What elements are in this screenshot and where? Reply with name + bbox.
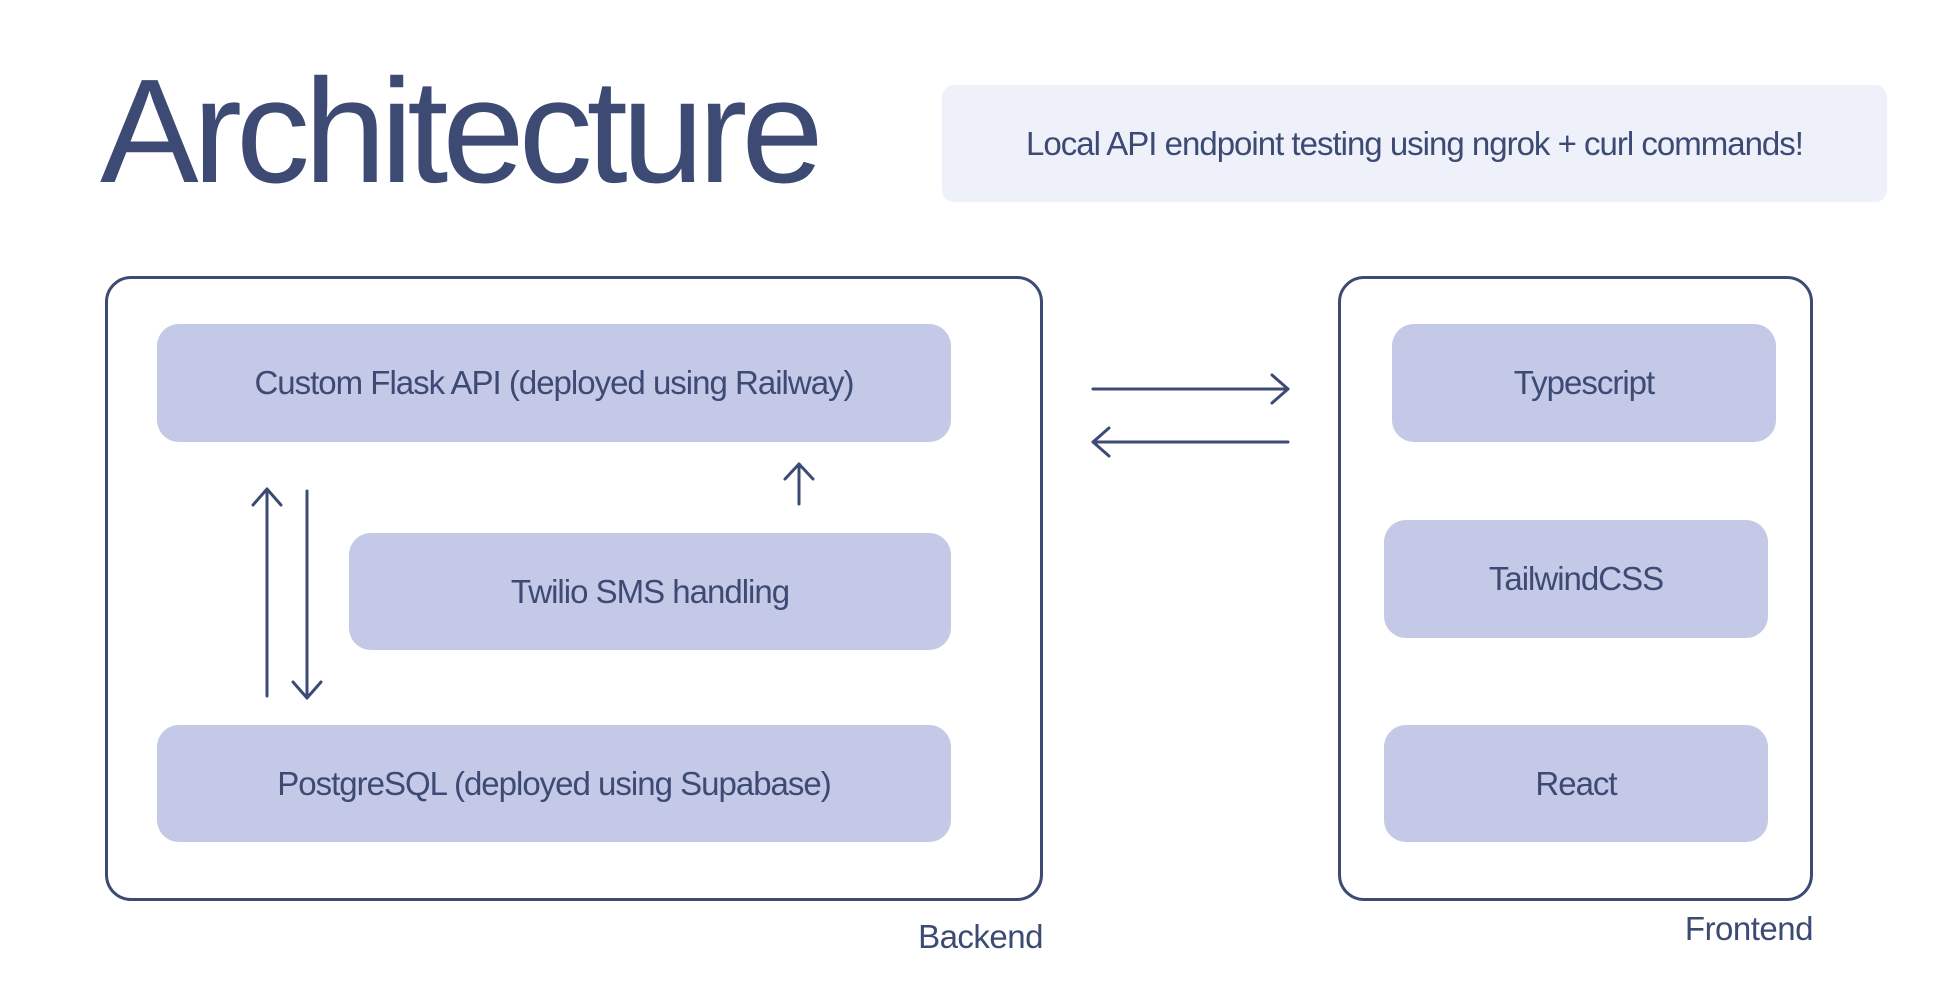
frontend-group — [1338, 276, 1813, 901]
node-label: Typescript — [1513, 364, 1655, 401]
backend-group — [105, 276, 1043, 901]
arrow-left-icon — [1091, 426, 1290, 458]
node-label: PostgreSQL (deployed using Supabase) — [277, 764, 831, 802]
arrow-up-small-icon — [783, 462, 815, 506]
twilio-node: Twilio SMS handling — [349, 533, 951, 650]
page-title: Architecture — [100, 49, 824, 214]
postgres-node: PostgreSQL (deployed using Supabase) — [157, 725, 951, 842]
tailwind-node: TailwindCSS — [1384, 520, 1768, 638]
callout-text: Local API endpoint testing using ngrok +… — [1026, 124, 1804, 162]
node-label: Twilio SMS handling — [510, 572, 790, 610]
node-label: React — [1535, 764, 1617, 802]
node-label: Custom Flask API (deployed using Railway… — [254, 364, 854, 401]
arrow-right-icon — [1091, 373, 1290, 405]
testing-callout: Local API endpoint testing using ngrok +… — [942, 85, 1887, 202]
arrow-up-icon — [251, 487, 283, 698]
node-label: TailwindCSS — [1488, 560, 1664, 597]
react-node: React — [1384, 725, 1768, 842]
flask-api-node: Custom Flask API (deployed using Railway… — [157, 324, 951, 442]
typescript-node: Typescript — [1392, 324, 1776, 442]
backend-label: Backend — [918, 918, 1043, 955]
frontend-label: Frontend — [1684, 910, 1814, 947]
arrow-down-icon — [291, 489, 323, 700]
